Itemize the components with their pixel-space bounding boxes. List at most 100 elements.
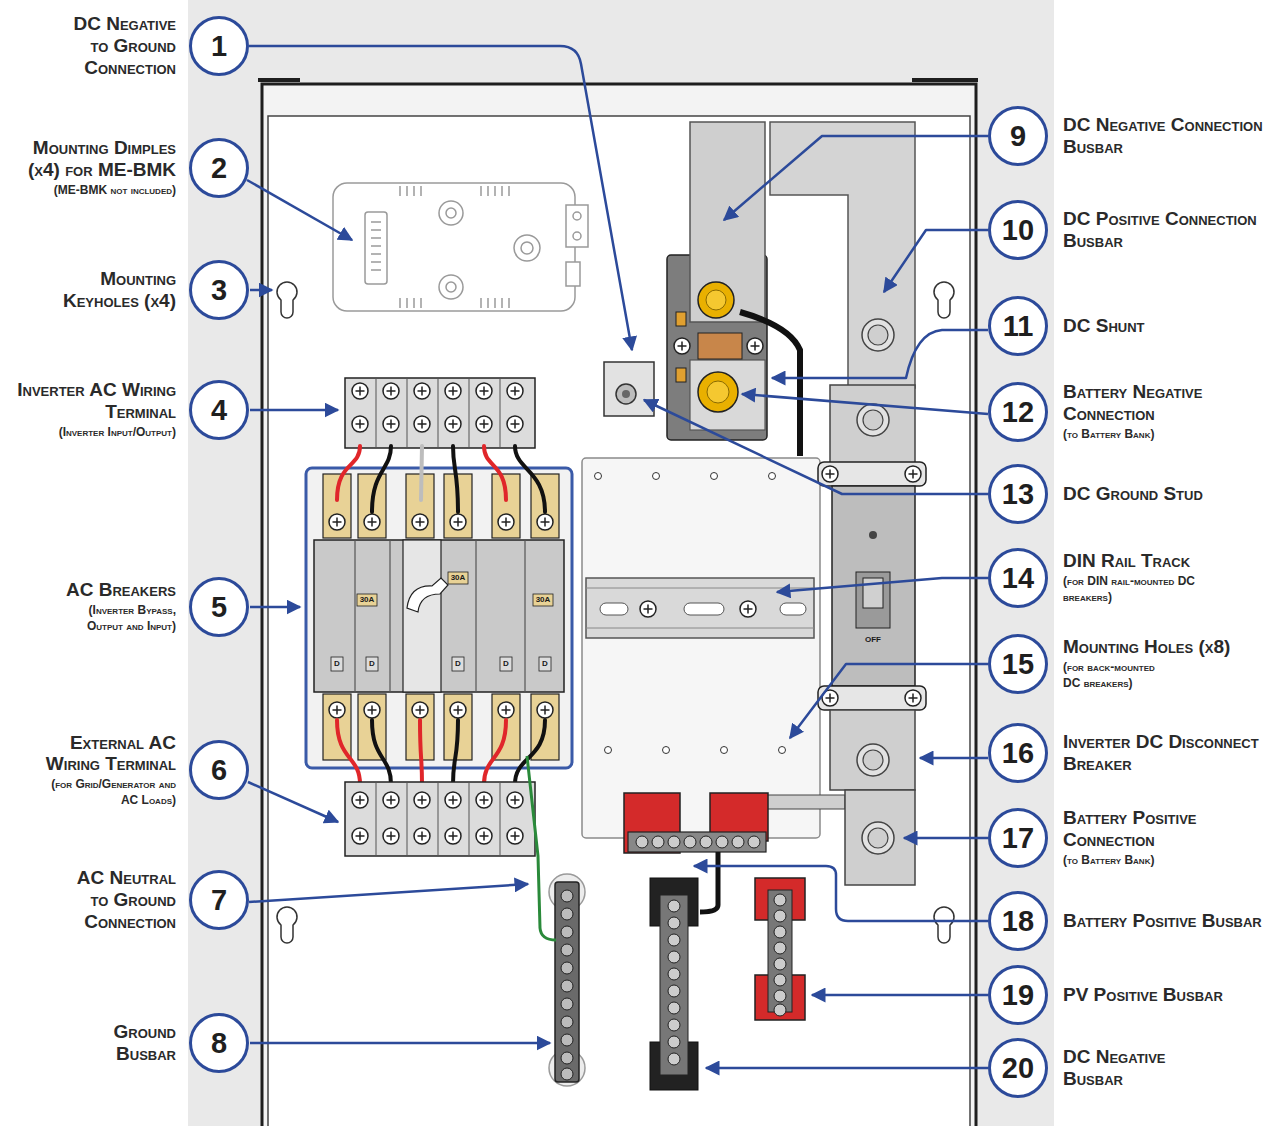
callout-label: DC Shunt [1063,315,1273,337]
callout-circle: 13DC Ground Stud [988,464,1048,524]
callout-circle: 12Battery Negative Connection(to Battery… [988,382,1048,442]
me-bmk-outline [439,275,463,299]
part-name: Battery Negative Connection [1063,381,1263,425]
pv-positive-busbar [774,974,786,986]
callout-label: DC Ground Stud [1063,483,1273,505]
ac-breakers [450,514,466,530]
callout-label: DC Positive Connection Busbar [1063,208,1263,252]
callout-circle: 16Inverter DC Disconnect Breaker [988,723,1048,783]
ground-busbar [561,944,573,956]
part-name: Mounting Holes (x8) [1063,636,1273,658]
leader-line [694,866,988,921]
leader-line [790,664,988,738]
part-name: DC Negative to Ground Connection [51,13,176,79]
din-plate [582,458,820,838]
part-name: DC Negative Connection Busbar [1063,114,1263,158]
dc-disconnect-breaker [905,466,921,482]
pv-positive-busbar [774,910,786,922]
breaker-wire [337,446,360,500]
ac-breakers [364,514,380,530]
din-rail [640,601,656,617]
neutral-ground-wire [527,756,556,940]
callout-number: 7 [192,873,246,927]
external-ac-terminal [476,792,492,808]
ac-breakers [539,657,551,671]
callout-label: Mounting Dimples (x4) for ME-BMK(ME-BMK … [16,137,176,198]
mounting-keyhole [277,907,297,943]
leader-line [724,136,988,220]
pv-positive-busbar [774,1004,786,1016]
inverter-ac-terminal [345,378,535,448]
callout-circle: 7AC Neutral to Ground Connection [189,870,249,930]
din-plate [769,473,776,480]
dc-shunt [740,312,800,456]
callout-number: 15 [991,637,1045,691]
external-ac-terminal [383,828,399,844]
callout-label: AC Neutral to Ground Connection [56,867,176,933]
breaker-wire [372,446,391,512]
ac-breakers [407,578,448,612]
external-ac-terminal [414,828,430,844]
callout-number: 10 [991,203,1045,257]
callout-circle: 1DC Negative to Ground Connection [189,16,249,76]
dc-disconnect-breaker [857,404,889,436]
external-ac-terminal [507,792,523,808]
breaker-wire [453,446,458,512]
part-note: (Inverter Input/Output) [11,425,176,441]
me-bmk-outline [573,232,581,240]
part-name: AC Neutral to Ground Connection [56,867,176,933]
ground-busbar [549,874,585,1086]
callout-label: Inverter AC Wiring Terminal(Inverter Inp… [11,379,176,440]
breaker-wire [453,720,458,784]
dc-negative-busbar [668,1053,680,1065]
inverter-ac-terminal [445,416,461,432]
callout-number: 20 [991,1041,1045,1095]
callout-circle: 14DIN Rail Track(for DIN rail-mounted DC… [988,548,1048,608]
ground-busbar [561,926,573,938]
pv-positive-busbar [774,958,786,970]
leader-line [772,330,988,378]
dc-disconnect-breaker [818,686,926,710]
external-ac-terminal [383,792,399,808]
dc-shunt [676,312,686,326]
ac-breakers [329,702,345,718]
dc-negative-busbar [668,985,680,997]
callout-number: 5 [192,580,246,634]
leader-line [250,289,272,292]
breaker-mark: D [369,660,375,668]
dc-negative-busbar [668,1019,680,1031]
ground-busbar [561,1052,573,1064]
callout-circle: 18Battery Positive Busbar [988,891,1048,951]
enclosure [258,80,978,1126]
ac-breakers [537,702,553,718]
callout-number: 8 [192,1016,246,1070]
dc-shunt [706,290,726,310]
me-bmk-outline [439,201,463,225]
external-ac-terminal [345,782,535,856]
callout-circle: 11DC Shunt [988,296,1048,356]
part-note: (to Battery Bank) [1063,427,1243,443]
inverter-ac-terminal [352,383,368,399]
part-note: (for Grid/Generator and AC Loads) [46,777,176,808]
me-bmk-outline [446,208,456,218]
callout-label: AC Breakers(Inverter Bypass, Output and … [11,579,176,634]
part-name: External AC Wiring Terminal [11,732,176,776]
ground-busbar [561,962,573,974]
dc-disconnect-breaker [818,462,926,486]
inverter-ac-terminal [507,416,523,432]
ac-breakers [331,657,343,671]
dc-shunt [690,122,765,322]
breaker-mark: D [455,660,461,668]
dc-negative-busbar [668,917,680,929]
callout-number: 2 [192,141,246,195]
external-ac-terminal [414,792,430,808]
me-bmk-outline [333,183,575,311]
me-bmk-outline [573,212,581,220]
breaker-wire [372,720,391,784]
external-ac-terminal [445,828,461,844]
inverter-ac-terminal [383,416,399,432]
part-name: DIN Rail Track [1063,550,1273,572]
battery-positive-busbar [684,836,696,848]
mounting-keyhole [934,907,954,943]
part-name: DC Shunt [1063,315,1273,337]
